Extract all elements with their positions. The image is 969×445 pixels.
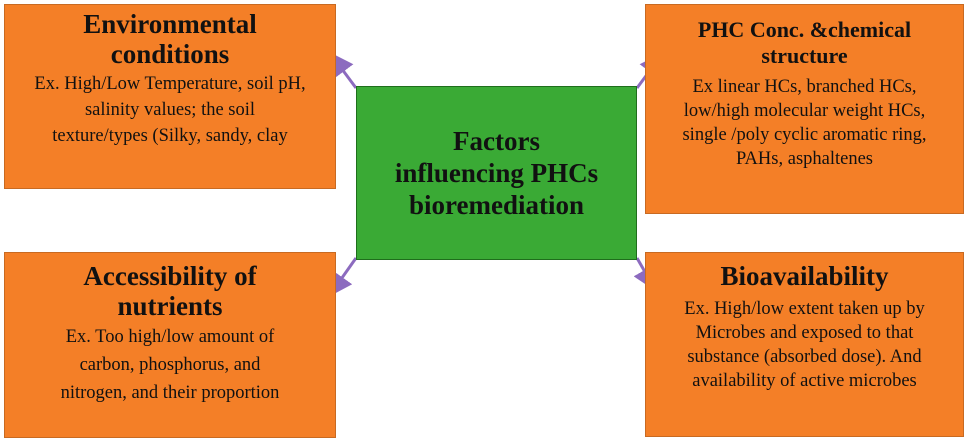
arrow-to-environmental xyxy=(329,52,358,89)
central-factors-box: Factors influencing PHCs bioremediation xyxy=(356,86,637,260)
arrow-to-accessibility xyxy=(328,257,358,297)
body-line: carbon, phosphorus, and xyxy=(79,355,261,375)
title-line: Environmental xyxy=(83,9,257,39)
center-line: influencing PHCs xyxy=(394,158,599,188)
bioavailability-box: Bioavailability Ex. High/low extent take… xyxy=(645,252,964,437)
environmental-conditions-box: Environmental conditions Ex. High/Low Te… xyxy=(4,4,336,189)
accessibility-nutrients-body: Ex. Too high/low amount of carbon, phosp… xyxy=(5,323,335,407)
body-line: Ex. Too high/low amount of xyxy=(65,327,275,347)
phc-concentration-box: PHC Conc. &chemical structure Ex linear … xyxy=(645,4,964,214)
phc-concentration-title: PHC Conc. &chemical structure xyxy=(646,5,963,69)
body-line: availability of active microbes xyxy=(692,371,917,391)
body-line: texture/types (Silky, sandy, clay xyxy=(52,126,288,146)
accessibility-nutrients-box: Accessibility of nutrients Ex. Too high/… xyxy=(4,252,336,438)
body-line: Ex linear HCs, branched HCs, xyxy=(692,77,917,97)
body-line: substance (absorbed dose). And xyxy=(687,347,922,367)
bioavailability-title: Bioavailability xyxy=(646,253,963,291)
environmental-conditions-title: Environmental conditions xyxy=(5,5,335,69)
central-factors-label: Factors influencing PHCs bioremediation xyxy=(395,125,598,221)
body-line: nitrogen, and their proportion xyxy=(60,383,280,403)
center-line: bioremediation xyxy=(409,190,584,220)
body-line: PAHs, asphaltenes xyxy=(735,149,874,169)
bioavailability-body: Ex. High/low extent taken up by Microbes… xyxy=(646,297,963,393)
environmental-conditions-body: Ex. High/Low Temperature, soil pH, salin… xyxy=(5,71,335,149)
title-line: PHC Conc. &chemical xyxy=(697,17,912,42)
title-line: Accessibility of xyxy=(83,261,257,291)
body-line: Ex. High/Low Temperature, soil pH, xyxy=(34,74,306,94)
body-line: salinity values; the soil xyxy=(84,100,256,120)
body-line: Microbes and exposed to that xyxy=(695,323,914,343)
title-line: structure xyxy=(761,43,848,68)
phc-concentration-body: Ex linear HCs, branched HCs, low/high mo… xyxy=(646,75,963,171)
title-line: nutrients xyxy=(117,291,223,321)
title-line: Bioavailability xyxy=(720,261,889,291)
title-line: conditions xyxy=(110,39,230,69)
body-line: low/high molecular weight HCs, xyxy=(683,101,926,121)
body-line: Ex. High/low extent taken up by xyxy=(684,299,925,319)
body-line: single /poly cyclic aromatic ring, xyxy=(682,125,927,145)
center-line: Factors xyxy=(453,126,540,156)
accessibility-nutrients-title: Accessibility of nutrients xyxy=(5,253,335,321)
